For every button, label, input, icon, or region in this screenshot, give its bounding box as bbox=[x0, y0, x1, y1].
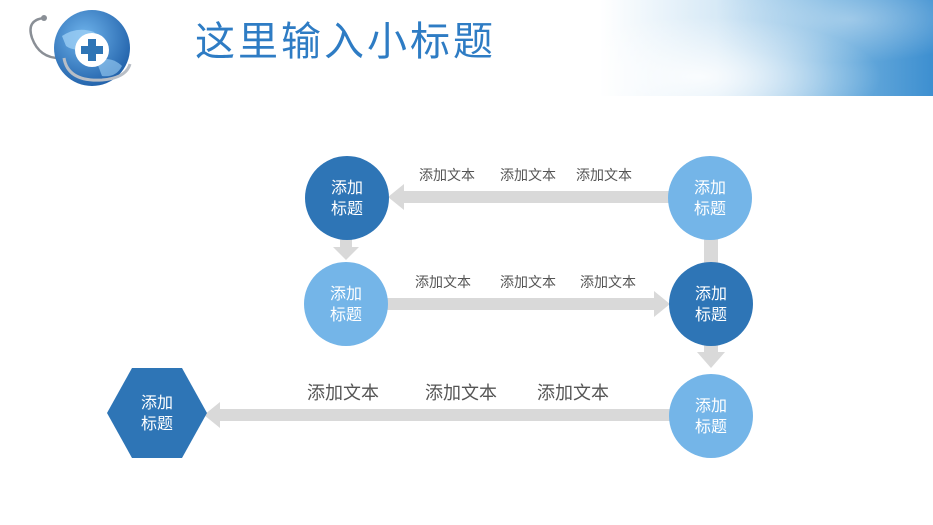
node-mid-left-label: 添加标题 bbox=[329, 284, 362, 324]
row3-label-1: 添加文本 bbox=[307, 383, 379, 404]
node-bottom-right: 添加标题 bbox=[669, 374, 753, 458]
arrow-row3-head bbox=[204, 402, 220, 428]
row2-label-3: 添加文本 bbox=[580, 275, 636, 291]
header-watercolor-decoration bbox=[600, 0, 933, 96]
node-top-left: 添加标题 bbox=[305, 156, 389, 240]
arrow-right-down-1-shaft bbox=[704, 234, 718, 266]
row1-label-3: 添加文本 bbox=[576, 168, 632, 184]
row1-label-1: 添加文本 bbox=[419, 168, 475, 184]
medical-globe-logo-icon bbox=[29, 10, 132, 86]
arrow-row2-shaft bbox=[386, 298, 654, 310]
page-title: 这里输入小标题 bbox=[195, 19, 496, 65]
arrow-left-down-head bbox=[333, 247, 359, 260]
node-top-right: 添加标题 bbox=[668, 156, 752, 240]
arrow-right-down-2-head bbox=[697, 352, 725, 368]
row3-label-2: 添加文本 bbox=[425, 383, 497, 404]
node-top-right-label: 添加标题 bbox=[693, 178, 726, 218]
arrow-row2-head bbox=[654, 291, 670, 317]
arrow-row1-head bbox=[388, 184, 404, 210]
node-mid-left: 添加标题 bbox=[304, 262, 388, 346]
arrow-row3-shaft bbox=[218, 409, 670, 421]
node-top-left-label: 添加标题 bbox=[330, 178, 363, 218]
node-mid-right: 添加标题 bbox=[669, 262, 753, 346]
row2-label-2: 添加文本 bbox=[500, 275, 556, 291]
arrow-right-down-2-shaft bbox=[704, 344, 718, 354]
row1-label-2: 添加文本 bbox=[500, 168, 556, 184]
row3-label-3: 添加文本 bbox=[537, 383, 609, 404]
arrow-row1-shaft bbox=[402, 191, 670, 203]
node-mid-right-label: 添加标题 bbox=[694, 284, 727, 324]
row2-label-1: 添加文本 bbox=[415, 275, 471, 291]
node-hexagon-label: 添加标题 bbox=[140, 393, 173, 433]
node-bottom-right-label: 添加标题 bbox=[694, 396, 727, 436]
